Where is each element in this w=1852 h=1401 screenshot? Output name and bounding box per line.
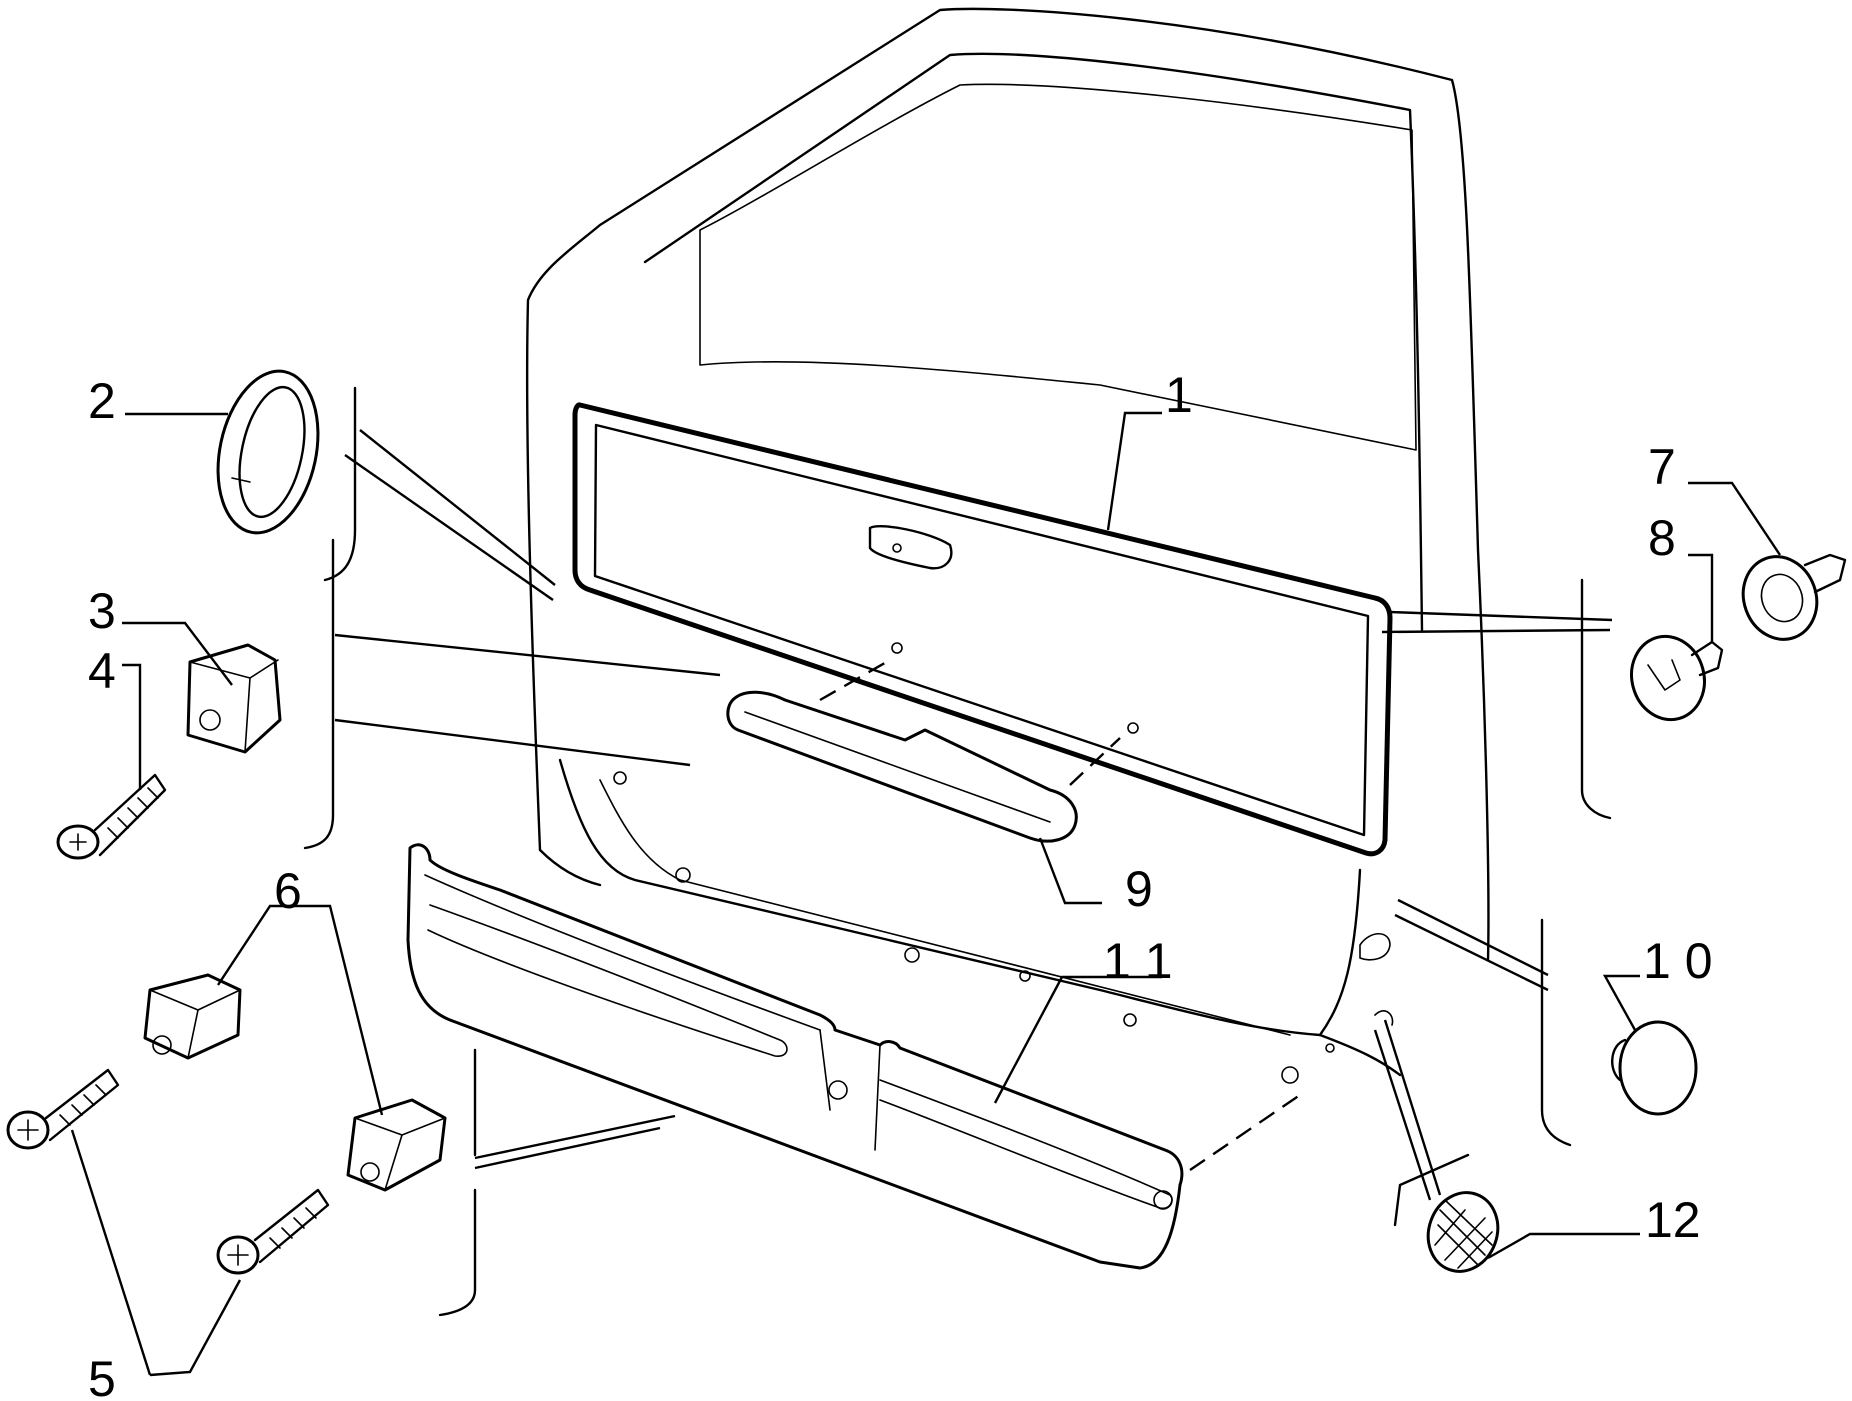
screw-5-left [6, 1068, 120, 1150]
callout-5: 5 [88, 1351, 116, 1401]
plug-10 [1611, 1020, 1698, 1116]
clip-nut-3 [186, 643, 282, 754]
armrest [726, 642, 1139, 843]
callout-7: 7 [1648, 439, 1676, 495]
callout-12: 12 [1645, 1192, 1701, 1248]
callout-1: 1 [1165, 367, 1193, 423]
callout-3: 3 [88, 583, 116, 639]
callout-11: 1 1 [1103, 933, 1173, 989]
upper-trim-panel [572, 402, 1393, 857]
fastener-8 [1630, 634, 1724, 722]
door-frame [525, 7, 1490, 1077]
callout-10: 1 0 [1643, 933, 1713, 989]
callout-8: 8 [1648, 510, 1676, 566]
section-brackets [303, 386, 1612, 1317]
clip-nut-6-upper [143, 973, 242, 1060]
clip-nut-6-lower [346, 1098, 447, 1192]
callout-2: 2 [88, 373, 116, 429]
grommet-ring [216, 369, 320, 535]
lower-pocket-panel [406, 843, 1301, 1270]
leader-lines [70, 411, 1781, 1377]
screw-4 [56, 773, 167, 860]
callout-labels: 1 2 3 4 5 6 7 8 9 1 0 1 1 12 [88, 367, 1713, 1401]
callout-4: 4 [88, 643, 116, 699]
push-clip-7 [1741, 553, 1847, 641]
mesh-grille-12 [1426, 1191, 1500, 1273]
callout-9: 9 [1125, 861, 1153, 917]
callout-6: 6 [274, 863, 302, 919]
screw-5-right [216, 1188, 330, 1275]
door-inner-details [613, 771, 1394, 1084]
